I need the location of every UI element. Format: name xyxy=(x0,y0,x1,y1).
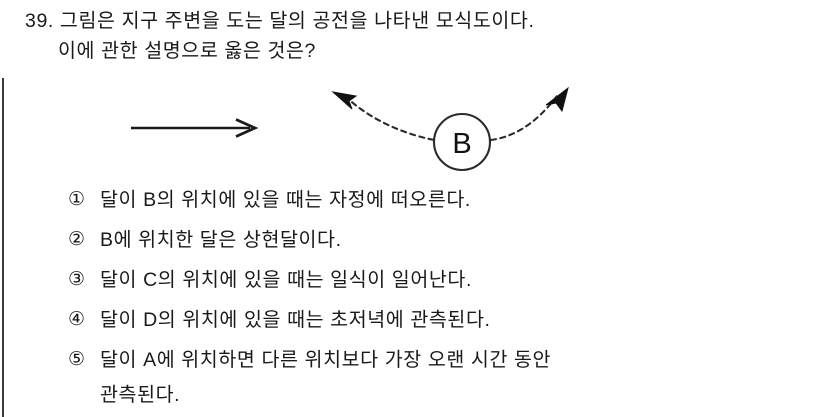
question-stem-line-2: 이에 관한 설명으로 옳은 것은? xyxy=(58,40,316,62)
question-stem: 39. 그림은 지구 주변을 도는 달의 공전을 나타낸 모식도이다. 이에 관… xyxy=(25,6,805,66)
option-4-marker: ④ xyxy=(68,309,86,330)
option-2-text: B에 위치한 달은 상현달이다. xyxy=(100,229,342,251)
option-5[interactable]: ⑤ 달이 A에 위치하면 다른 위치보다 가장 오랜 시간 동안 관측된다. xyxy=(68,346,808,409)
option-5-text: 달이 A에 위치하면 다른 위치보다 가장 오랜 시간 동안 xyxy=(100,349,552,371)
sunlight-direction-arrow xyxy=(131,118,259,138)
option-5-marker: ⑤ xyxy=(68,349,86,370)
orbit-diagram: B xyxy=(0,70,826,185)
option-3[interactable]: ③ 달이 C의 위치에 있을 때는 일식이 일어난다. xyxy=(68,266,808,306)
option-1-marker: ① xyxy=(68,189,86,210)
orbit-diagram-svg: B xyxy=(131,86,569,172)
moon-orbit-dashed-path xyxy=(331,86,569,142)
option-3-marker: ③ xyxy=(68,269,86,290)
moon-position-b: B xyxy=(432,112,492,172)
question-stem-line-1: 39. 그림은 지구 주변을 도는 달의 공전을 나타낸 모식도이다. xyxy=(25,10,535,32)
option-1[interactable]: ① 달이 B의 위치에 있을 때는 자정에 떠오른다. xyxy=(68,186,808,226)
option-2-marker: ② xyxy=(68,229,86,250)
option-4[interactable]: ④ 달이 D의 위치에 있을 때는 초저녁에 관측된다. xyxy=(68,306,808,346)
option-3-text: 달이 C의 위치에 있을 때는 일식이 일어난다. xyxy=(100,269,472,291)
option-1-text: 달이 B의 위치에 있을 때는 자정에 떠오른다. xyxy=(100,189,471,211)
left-margin-rule xyxy=(2,78,4,417)
option-2[interactable]: ② B에 위치한 달은 상현달이다. xyxy=(68,226,808,266)
option-5-text-continuation: 관측된다. xyxy=(100,384,181,406)
answer-options-list: ① 달이 B의 위치에 있을 때는 자정에 떠오른다. ② B에 위치한 달은 … xyxy=(68,186,808,409)
moon-position-b-label: B xyxy=(452,128,471,160)
option-4-text: 달이 D의 위치에 있을 때는 초저녁에 관측된다. xyxy=(100,309,491,331)
